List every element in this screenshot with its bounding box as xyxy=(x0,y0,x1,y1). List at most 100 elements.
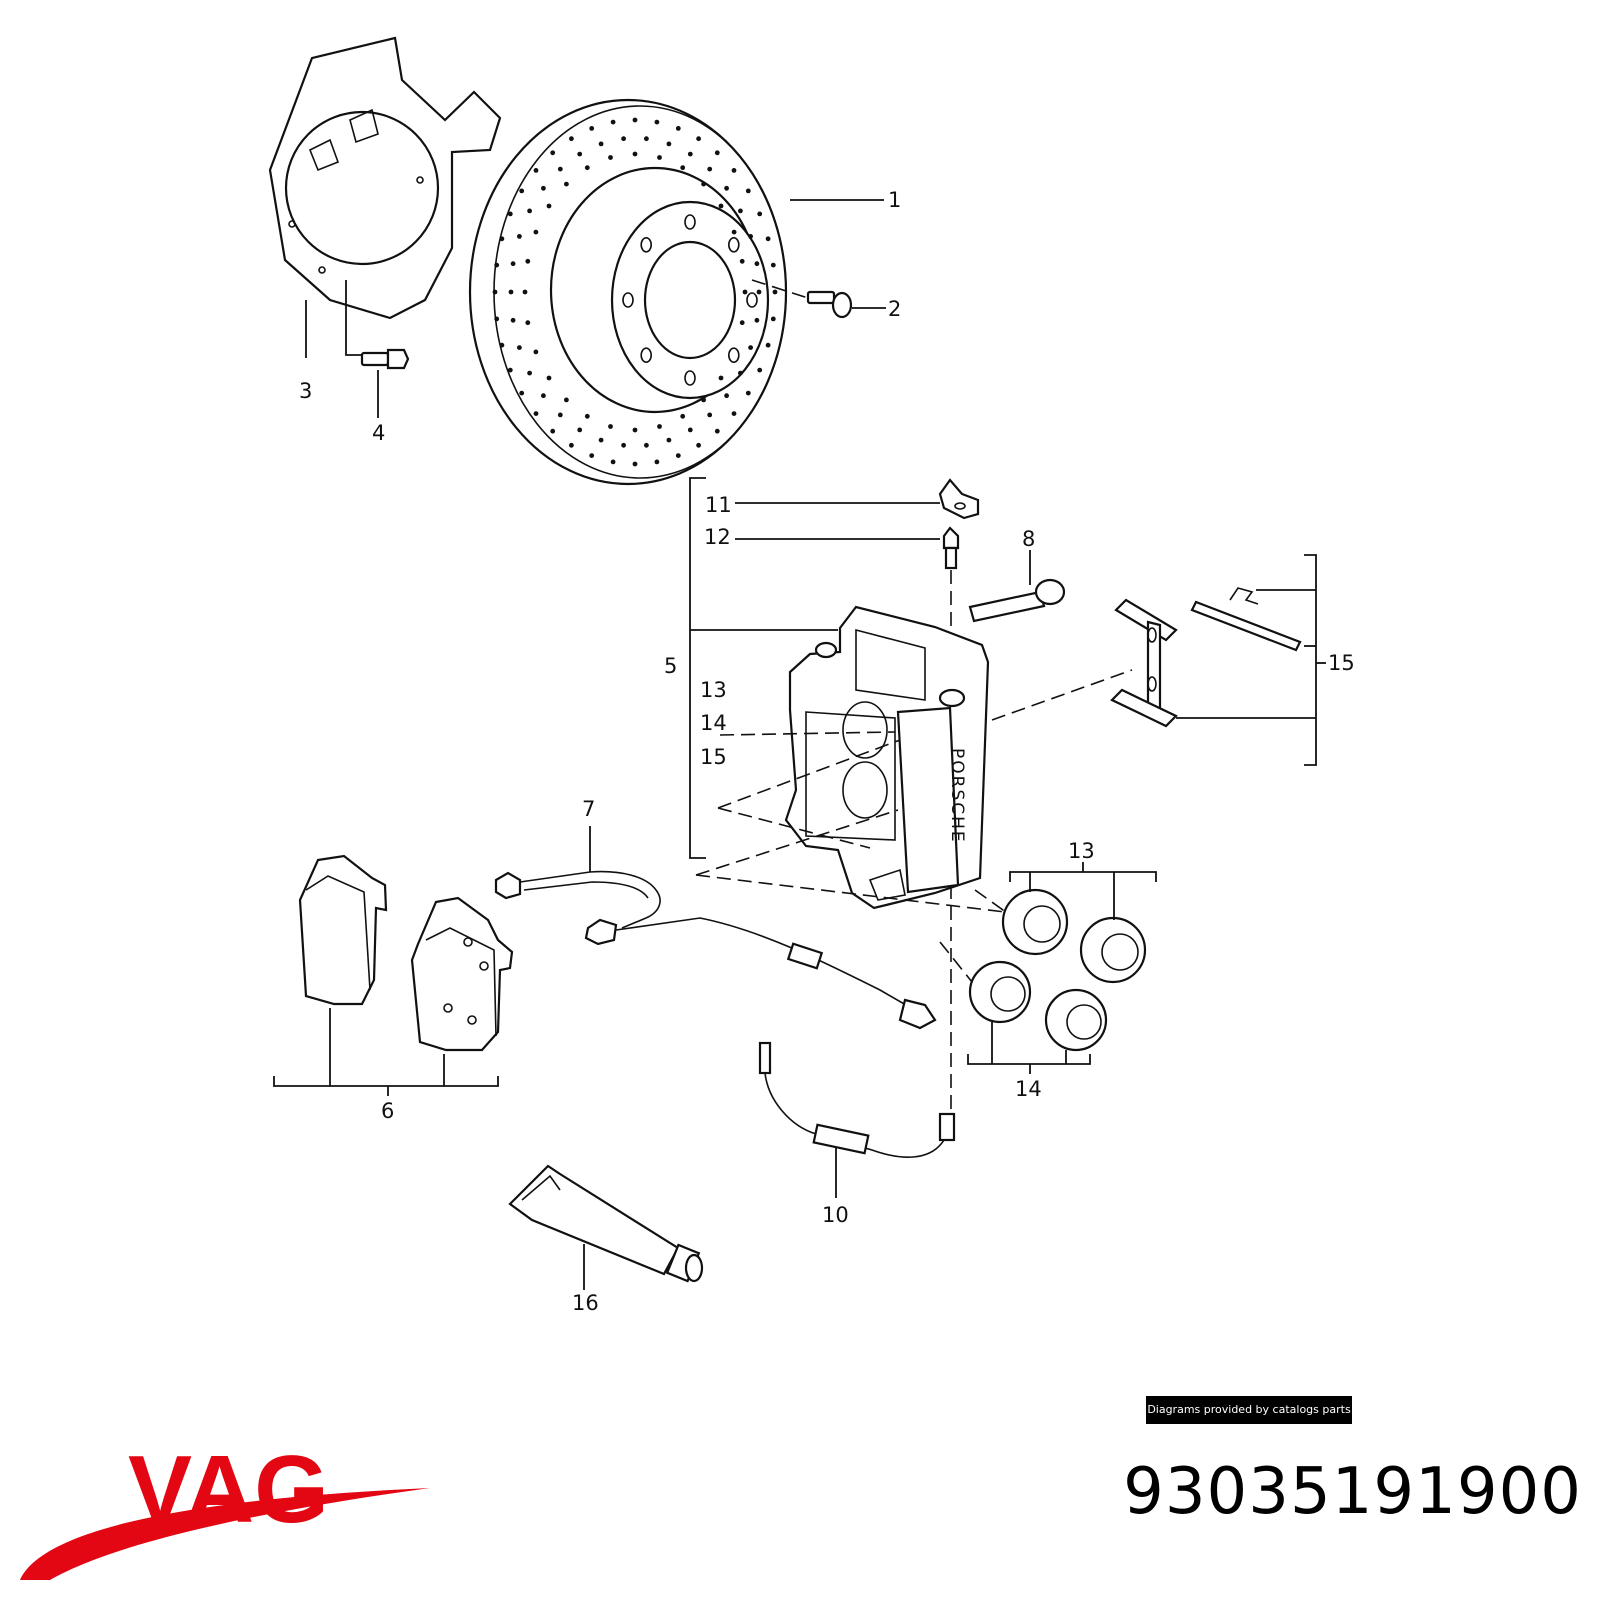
disc-hole xyxy=(707,166,713,172)
wear-sensor xyxy=(494,870,937,1030)
disc-hole xyxy=(644,136,649,142)
logo-swoosh xyxy=(20,1488,430,1580)
disc-hole xyxy=(527,208,532,214)
disc-hole xyxy=(569,442,574,448)
hub-bolt-hole xyxy=(640,237,653,253)
disc-hole xyxy=(718,375,724,381)
callout-13-list: 13 xyxy=(700,678,727,702)
callout-13-seals: 13 xyxy=(1068,839,1095,863)
disc-hole xyxy=(557,166,563,172)
disc-hole xyxy=(756,289,762,295)
disc-hole xyxy=(517,234,522,239)
disc-hole xyxy=(644,442,649,448)
bracket-14 xyxy=(967,1054,1091,1065)
callout-15-spring: 15 xyxy=(1328,651,1355,675)
disc-hole xyxy=(739,320,745,326)
disc-hole xyxy=(569,136,574,142)
hub-bolt-hole xyxy=(622,292,634,308)
disc-hole xyxy=(550,150,556,156)
disc-hole xyxy=(546,203,552,209)
disc-hole xyxy=(499,236,505,242)
disc-hole xyxy=(577,427,583,433)
disc-hole xyxy=(738,208,743,214)
disc-hole xyxy=(696,442,701,448)
callout-1: 1 xyxy=(888,188,901,212)
projection-b xyxy=(717,807,871,849)
disc-hole xyxy=(745,188,751,194)
disc-hole xyxy=(770,262,776,268)
disc-hole xyxy=(522,289,528,295)
hub-bolt-hole xyxy=(640,347,653,364)
callout-5: 5 xyxy=(664,654,677,678)
disc-hole xyxy=(680,165,686,171)
brake-hose xyxy=(758,1041,956,1158)
projection-d xyxy=(695,874,1006,913)
disc-hole xyxy=(765,342,771,348)
bleeder-cap xyxy=(938,478,980,520)
disc-hole xyxy=(632,427,638,433)
disc-hole xyxy=(654,459,660,465)
disc-hole xyxy=(499,342,505,348)
hub-bolt-hole xyxy=(684,214,696,230)
disc-hole xyxy=(675,453,681,458)
disc-hole xyxy=(742,289,748,295)
callout-11: 11 xyxy=(705,493,732,517)
disc-hole xyxy=(510,317,516,323)
disc-hole xyxy=(754,261,760,267)
disc-hole xyxy=(621,136,626,142)
caliper-marking: PORSCHE xyxy=(947,748,967,844)
disc-hole xyxy=(507,367,513,373)
disc-hole xyxy=(621,442,626,448)
hub-bolt-hole xyxy=(746,292,758,308)
disc-hole xyxy=(519,390,525,396)
disc-hole xyxy=(770,316,776,322)
disc-hole xyxy=(707,412,713,418)
hub-bolt-hole xyxy=(684,370,696,386)
disc-hole xyxy=(757,211,763,217)
disc-hole xyxy=(525,258,531,264)
disc-hole xyxy=(519,188,525,194)
logo-text: VAG xyxy=(128,1440,329,1543)
brake-disc xyxy=(468,98,788,486)
disc-hole xyxy=(675,125,681,131)
disc-hole xyxy=(765,236,771,242)
callout-14-list: 14 xyxy=(700,711,727,735)
disc-hole xyxy=(494,316,500,322)
disc-hole xyxy=(757,367,763,373)
projection-c xyxy=(695,809,899,876)
callout-6: 6 xyxy=(381,1099,394,1123)
callout-3: 3 xyxy=(299,379,312,403)
callout-7: 7 xyxy=(582,797,595,821)
part-number: 93035191900 xyxy=(1123,1455,1582,1529)
projection-a xyxy=(717,739,901,809)
projection-e xyxy=(719,731,896,736)
disc-hole xyxy=(680,413,686,419)
disc-bolt xyxy=(751,279,853,319)
disc-hole xyxy=(564,397,569,403)
disc-hole xyxy=(546,375,552,381)
splash-shield xyxy=(268,36,502,320)
disc-hole xyxy=(666,141,672,147)
callout-16: 16 xyxy=(572,1291,599,1315)
bracket-13 xyxy=(1009,871,1157,882)
leader-4a xyxy=(345,280,362,356)
bracket-15 xyxy=(1304,554,1317,766)
disc-hole xyxy=(610,119,616,125)
disc-hole xyxy=(772,289,778,295)
pad-retainer-spring xyxy=(1110,598,1178,728)
disc-hole xyxy=(589,453,595,458)
disc-hole xyxy=(738,370,743,376)
disc-hole xyxy=(696,136,701,142)
disc-hole xyxy=(557,412,563,418)
shield-bolt xyxy=(360,348,410,370)
disc-hole xyxy=(714,428,720,434)
disc-hole xyxy=(541,185,546,191)
disc-hole xyxy=(748,345,753,350)
callout-10: 10 xyxy=(822,1203,849,1227)
credit-label: Diagrams provided by catalogs parts xyxy=(1146,1396,1352,1424)
disc-hole xyxy=(687,427,693,433)
disc-hole xyxy=(731,411,737,416)
disc-hole xyxy=(492,289,498,295)
disc-hole xyxy=(745,390,751,396)
piston-seals xyxy=(968,888,1147,1052)
